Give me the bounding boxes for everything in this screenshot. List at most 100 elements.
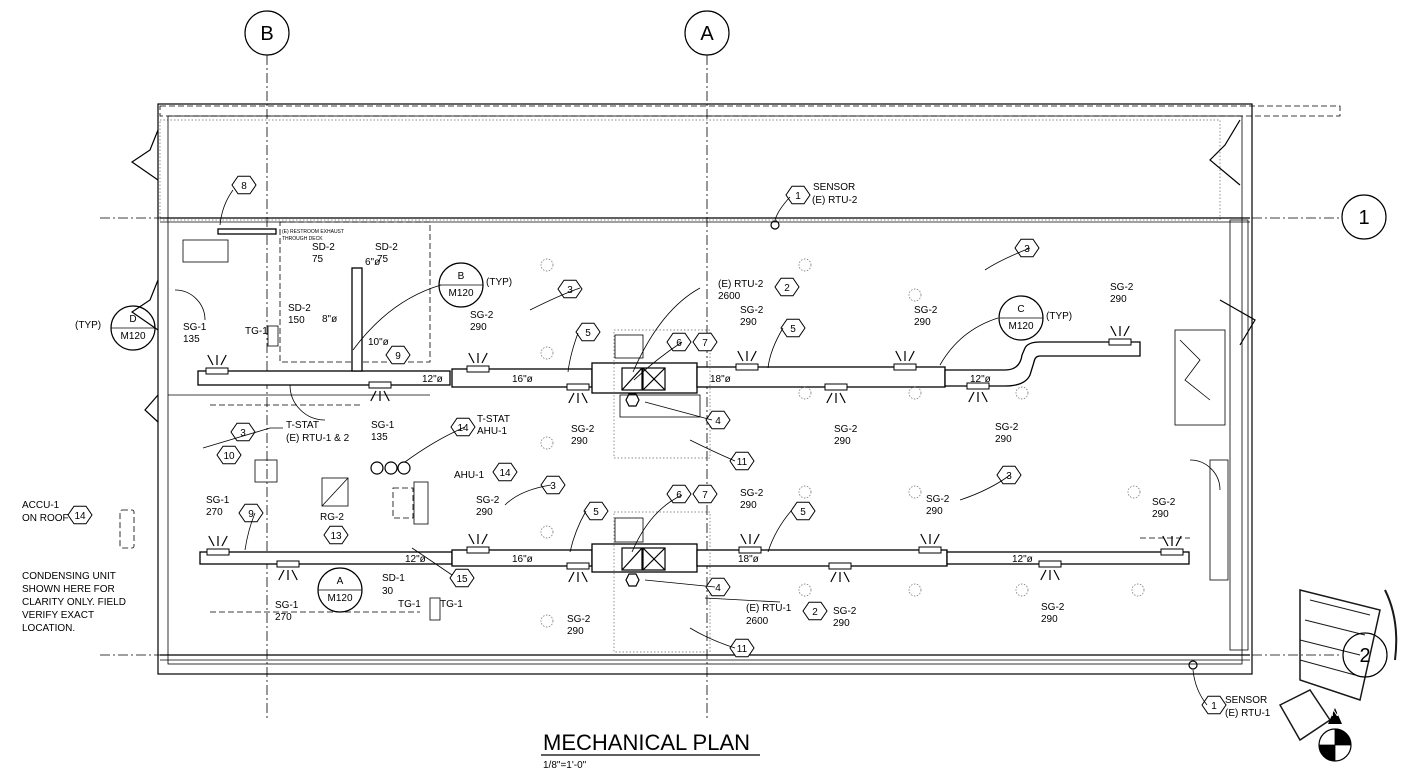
keynote-hexagon: 8 (231, 175, 257, 195)
keynote-hexagon: 13 (323, 525, 349, 545)
diffuser-icon (735, 350, 759, 371)
svg-text:SG-1: SG-1 (275, 600, 299, 611)
keynote-number: 14 (74, 511, 86, 522)
svg-text:150: 150 (288, 315, 305, 326)
rtu2-label: (E) RTU-2 (718, 279, 764, 290)
svg-text:SG-2: SG-2 (740, 305, 764, 316)
tstat-rtu-label: (E) RTU-1 & 2 (286, 433, 350, 444)
svg-text:SG-1: SG-1 (371, 420, 395, 431)
tstat-ahu-unit: AHU-1 (477, 426, 507, 437)
svg-text:SG-1: SG-1 (183, 322, 207, 333)
keynote-number: 3 (550, 481, 556, 492)
keynote-number: 14 (499, 468, 511, 479)
svg-text:290: 290 (914, 317, 931, 328)
keynote-number: 3 (567, 285, 573, 296)
keynote-number: 8 (241, 181, 247, 192)
diffuser-icon (466, 533, 490, 554)
svg-text:30: 30 (382, 586, 394, 597)
svg-text:CLARITY ONLY. FIELD: CLARITY ONLY. FIELD (22, 597, 126, 608)
keynote-number: 2 (784, 283, 790, 294)
keynote-hexagon: 6 (666, 484, 692, 504)
svg-text:290: 290 (1041, 614, 1058, 625)
svg-text:SG-2: SG-2 (571, 424, 595, 435)
tstat-label: T-STAT (286, 420, 319, 431)
detail-callout-b: B M120 (438, 262, 484, 308)
keynote-hexagon: 14 (492, 462, 518, 482)
diffuser-icon (738, 533, 762, 554)
svg-text:SG-2: SG-2 (476, 495, 500, 506)
diffuser-icon (1160, 535, 1184, 556)
duct-size: 12"ø (970, 374, 991, 385)
ceiling-grille-icon (908, 288, 922, 302)
svg-text:290: 290 (834, 436, 851, 447)
svg-text:290: 290 (740, 317, 757, 328)
svg-text:270: 270 (206, 507, 223, 518)
rtu1-label: (E) RTU-1 (746, 603, 792, 614)
svg-text:SG-1: SG-1 (206, 495, 230, 506)
keynote-hexagon: 11 (729, 451, 755, 471)
keynote-number: 9 (248, 509, 254, 520)
svg-text:SG-2: SG-2 (740, 488, 764, 499)
duct-size: 8"ø (322, 314, 337, 325)
svg-text:A: A (700, 23, 714, 45)
svg-text:A: A (337, 576, 344, 587)
sensor-rtu2-label: SENSOR (813, 182, 855, 193)
diffuser-icon (824, 383, 848, 404)
duct-size: 16"ø (512, 374, 533, 385)
svg-text:290: 290 (571, 436, 588, 447)
duct-size: 18"ø (710, 374, 731, 385)
ceiling-grille-icon (908, 485, 922, 499)
svg-text:B: B (458, 271, 465, 282)
keynote-number: 11 (737, 457, 748, 468)
keynote-number: 2 (812, 607, 818, 618)
keynote-hexagon: 3 (1014, 238, 1040, 258)
watermark (1278, 589, 1398, 742)
keynote-number: 15 (456, 574, 468, 585)
diffuser-icon (566, 562, 590, 583)
ceiling-grille-icon (540, 258, 554, 272)
svg-text:75: 75 (312, 254, 324, 265)
svg-text:VERIFY EXACT: VERIFY EXACT (22, 610, 94, 621)
diffuser-icon (205, 354, 229, 375)
svg-text:SG-2: SG-2 (1041, 602, 1065, 613)
ceiling-grille-icon (1131, 583, 1145, 597)
ceiling-grille-icon (1127, 485, 1141, 499)
svg-text:290: 290 (567, 626, 584, 637)
diffuser-icon (466, 352, 490, 373)
duct-size: 12"ø (405, 554, 426, 565)
tstat-ahu-label: T-STAT (477, 414, 510, 425)
diffuser-icon (966, 382, 990, 403)
ceiling-grille-icon (1015, 386, 1029, 400)
keynote-number: 11 (737, 644, 748, 655)
keynote-number: 1 (795, 191, 801, 202)
grid-bubble-a: A (684, 10, 730, 56)
svg-text:290: 290 (470, 322, 487, 333)
ceiling-grille-icon (540, 436, 554, 450)
svg-text:290: 290 (1152, 509, 1169, 520)
svg-text:LOCATION.: LOCATION. (22, 623, 75, 634)
keynote-number: 4 (715, 583, 721, 594)
svg-text:1: 1 (1358, 207, 1369, 229)
ceiling-grille-icon (798, 583, 812, 597)
keynote-hexagon: 10 (216, 445, 242, 465)
svg-text:SG-2: SG-2 (470, 310, 494, 321)
svg-text:TG-1: TG-1 (440, 599, 463, 610)
leader-lines (202, 189, 1208, 706)
ceiling-grille-icon (908, 583, 922, 597)
rtu-1-unit (621, 547, 666, 587)
duct-size: 18"ø (738, 554, 759, 565)
keynote-hexagon: 11 (729, 638, 755, 658)
ceiling-grille-icon (798, 258, 812, 272)
svg-text:SG-2: SG-2 (1152, 497, 1176, 508)
diffuser-icon (206, 535, 230, 556)
ceiling-grille-icon (798, 485, 812, 499)
svg-text:(TYP): (TYP) (75, 320, 101, 331)
svg-text:SD-2: SD-2 (288, 303, 311, 314)
rtu2-cfm: 2600 (718, 291, 741, 302)
keynote-hexagon: 2 (774, 277, 800, 297)
svg-text:M120: M120 (448, 288, 473, 299)
diffuser-icon (1038, 560, 1062, 581)
ceiling-grille-icon (1015, 583, 1029, 597)
